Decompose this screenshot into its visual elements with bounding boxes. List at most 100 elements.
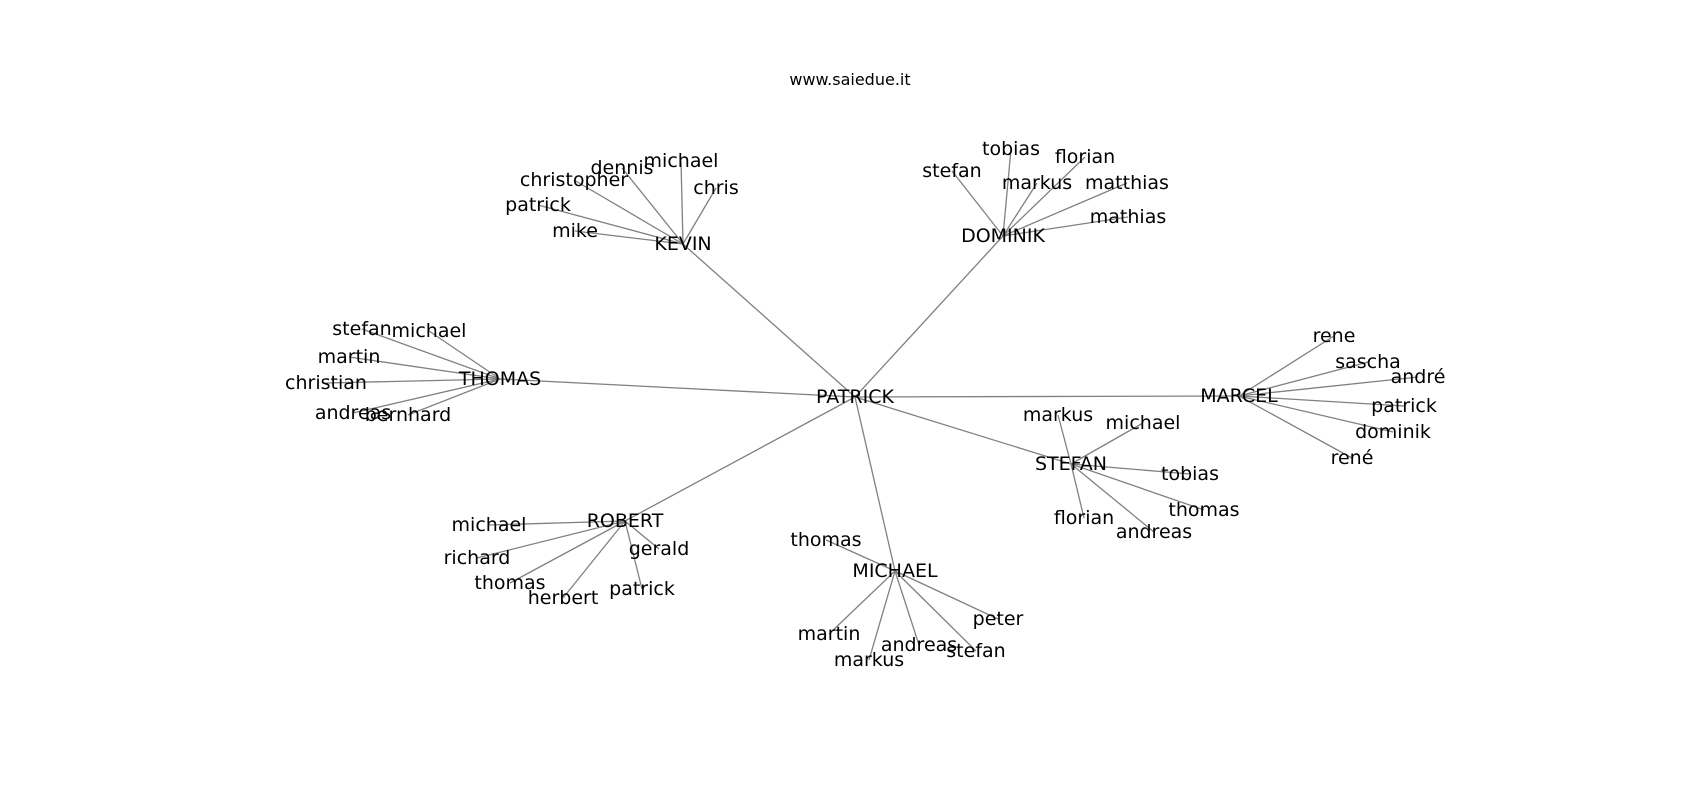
edge-dominik-0 [1002,148,1012,237]
edge-kevin-1 [682,187,717,245]
leaf-node-dominik-3: markus [1002,172,1072,194]
edge-michael-4 [894,570,977,652]
edge-dominik-3 [1002,182,1038,237]
edge-kevin-3 [573,179,684,245]
hub-node-robert: ROBERT [587,510,664,532]
edge-robert-1 [624,520,660,550]
edge-stefan-0 [1057,414,1072,465]
edge-kevin-5 [574,230,684,245]
edge-thomas-4 [352,378,501,414]
leaf-node-kevin-1: chris [693,177,738,199]
leaf-node-marcel-5: rené [1331,447,1374,469]
leaf-node-thomas-2: martin [318,346,381,368]
edge-thomas-5 [407,378,501,416]
edge-stefan-1 [1070,422,1144,465]
leaf-node-stefan-5: andreas [1116,521,1192,543]
leaf-node-robert-3: thomas [474,572,545,594]
leaf-node-robert-0: michael [452,514,527,536]
edge-michael-1 [894,570,999,620]
edge-dominik-1 [1002,156,1086,237]
leaf-node-dominik-5: mathias [1090,206,1166,228]
leaf-node-michael-1: peter [973,608,1024,630]
edge-thomas-0 [361,328,501,380]
leaf-node-thomas-3: christian [285,372,367,394]
edge-stefan-5 [1070,463,1155,533]
leaf-node-michael-5: markus [834,649,904,671]
edge-marcel-5 [1238,395,1353,459]
edge-root-dominik [854,235,1004,398]
edge-stefan-4 [1070,463,1085,519]
leaf-node-marcel-0: rene [1313,325,1356,347]
edge-marcel-2 [1238,376,1419,397]
page-title: www.saiedue.it [789,70,911,89]
leaf-node-michael-0: thomas [790,529,861,551]
edge-marcel-4 [1238,395,1394,433]
edge-root-thomas [499,378,856,398]
edge-robert-5 [624,520,643,590]
leaf-node-robert-1: gerald [629,538,690,560]
leaf-node-kevin-4: patrick [505,194,571,216]
edge-robert-4 [562,520,626,599]
edge-kevin-0 [680,160,684,245]
leaf-node-kevin-2: dennis [590,157,653,179]
leaf-node-kevin-3: christopher [520,169,628,191]
leaf-node-marcel-2: andré [1391,366,1446,388]
leaf-node-stefan-2: tobias [1161,463,1219,485]
edge-marcel-0 [1238,335,1335,397]
leaf-node-thomas-0: stefan [332,318,391,340]
leaf-node-thomas-1: michael [392,320,467,342]
edge-michael-2 [828,570,896,635]
edge-stefan-2 [1070,463,1191,475]
leaf-node-michael-2: martin [798,623,861,645]
leaf-node-marcel-4: dominik [1355,421,1431,443]
hub-node-michael: MICHAEL [852,560,938,582]
leaf-node-michael-4: stefan [946,640,1005,662]
leaf-node-marcel-3: patrick [1371,395,1437,417]
edge-marcel-1 [1238,361,1369,397]
leaf-node-robert-4: herbert [528,587,599,609]
edge-root-robert [624,396,856,522]
edge-robert-3 [509,520,626,584]
hub-node-kevin: KEVIN [654,233,711,255]
leaf-node-dominik-1: florian [1055,146,1115,168]
hub-node-stefan: STEFAN [1035,453,1107,475]
edge-dominik-4 [1002,182,1128,237]
edge-kevin-4 [537,204,684,245]
leaf-node-robert-2: richard [444,547,511,569]
edge-thomas-2 [348,356,501,380]
edge-robert-0 [488,520,626,526]
edge-michael-5 [868,570,896,661]
hub-node-dominik: DOMINIK [961,225,1045,247]
leaf-node-thomas-4: andreas [315,402,391,424]
leaf-node-dominik-4: matthias [1085,172,1169,194]
edge-stefan-3 [1070,463,1205,511]
leaf-node-stefan-0: markus [1023,404,1093,426]
edge-dominik-2 [951,170,1004,237]
edge-michael-3 [894,570,920,646]
edge-kevin-2 [621,167,684,245]
edge-robert-2 [476,520,626,559]
leaf-node-stefan-4: florian [1054,507,1114,529]
edge-root-michael [854,396,896,572]
leaf-node-robert-5: patrick [609,578,675,600]
leaf-node-thomas-5: bernhard [365,404,452,426]
edge-dominik-5 [1002,216,1129,237]
edge-michael-0 [825,539,896,572]
leaf-node-kevin-0: michael [644,150,719,172]
leaf-node-stefan-1: michael [1106,412,1181,434]
leaf-node-dominik-2: stefan [922,160,981,182]
leaf-node-dominik-0: tobias [982,138,1040,160]
hub-node-thomas: THOMAS [458,368,541,390]
leaf-node-kevin-5: mike [552,220,598,242]
hub-node-marcel: MARCEL [1200,385,1278,407]
edge-root-kevin [682,243,856,398]
edge-root-stefan [854,396,1072,465]
leaf-node-stefan-3: thomas [1168,499,1239,521]
leaf-node-marcel-1: sascha [1335,351,1401,373]
edge-thomas-3 [325,378,501,384]
root-node-label: PATRICK [816,386,894,408]
edge-marcel-3 [1238,395,1405,407]
leaf-node-michael-3: andreas [881,634,957,656]
edge-thomas-1 [428,330,501,380]
